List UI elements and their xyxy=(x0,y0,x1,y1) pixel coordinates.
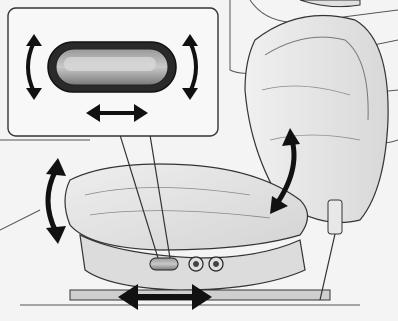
seat-control-switch-icon xyxy=(150,258,178,270)
enlarged-seat-switch-icon xyxy=(48,42,176,92)
callout-inset xyxy=(8,8,218,136)
